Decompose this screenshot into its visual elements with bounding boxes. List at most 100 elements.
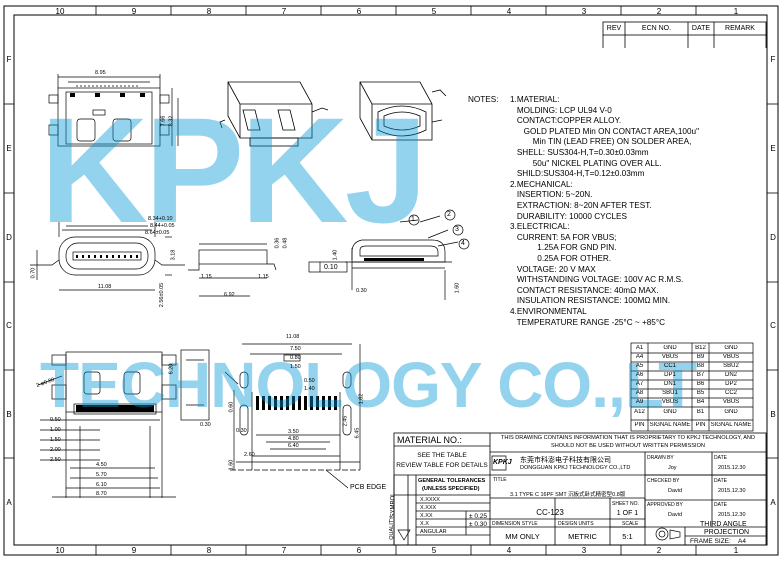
tolerance-row: ANGULAR <box>420 529 447 535</box>
projection-label: THIRD ANGLE <box>700 521 747 528</box>
signal-cell: GND <box>663 409 677 415</box>
dim-w1b: 8.44+0.05 <box>150 223 175 229</box>
dim-fp-6: 6.40 <box>288 443 299 449</box>
dim-fp-5: 4.80 <box>288 436 299 442</box>
signal-cell: SBU1 <box>662 390 678 396</box>
zone-top-5: 5 <box>431 7 437 16</box>
notes-line: WITHSTANDING VOLTAGE: 100V AC R.M.S. <box>510 275 684 285</box>
tolerance-value: ± 0.30 <box>469 521 488 528</box>
dim-side-a: 7.66 <box>160 115 167 127</box>
dim-w2: 8.64±0.05 <box>145 230 170 236</box>
row-right-a: A <box>770 498 776 507</box>
approved-by-label: APPROVED BY <box>647 502 683 508</box>
tolerance-label: GENERAL TOLERANCES <box>418 478 486 484</box>
notes-line: CONTACT:COPPER ALLOY. <box>510 116 622 126</box>
dim-030: 0.30 <box>200 422 211 428</box>
dim-fp-13: 1.60 <box>228 459 235 471</box>
pin-cell: A7 <box>635 381 644 387</box>
tolerance-value: ± 0.25 <box>469 513 488 520</box>
scale-value: 5:1 <box>622 532 633 541</box>
dim-left-list: 2.50 <box>50 457 61 463</box>
signal-cell: CC1 <box>663 363 676 369</box>
dim-w1: 8.34+0.10 <box>148 216 173 222</box>
dim-d2: 0.36 <box>274 237 281 249</box>
dim-style: MM ONLY <box>505 532 540 541</box>
dim-d5: 0.30 <box>356 288 367 294</box>
pin-cell: A6 <box>635 372 644 378</box>
zone-bottom-4: 4 <box>506 546 512 555</box>
signal-cell: GND <box>724 345 738 351</box>
row-left-a: A <box>6 498 12 507</box>
rev-header: REV <box>606 25 622 32</box>
company-name-en: DONGGUAN KPKJ TECHNOLOGY CO.,LTD <box>520 465 631 471</box>
dim-fp-7: 0.60 <box>228 401 235 413</box>
frame-size: A4 <box>738 538 746 545</box>
dim-top-width: 8.95 <box>95 70 106 76</box>
notes-line: SHELL: SUS304-H,T=0.30±0.03mm <box>510 148 649 157</box>
row-right-f: F <box>770 55 776 64</box>
dim-len: 11.08 <box>98 284 112 290</box>
row-left-e: E <box>6 144 12 153</box>
pin-cell: B1 <box>696 409 705 415</box>
dim-left-list: 2.00 <box>50 447 61 453</box>
proprietary-notice: THIS DRAWING CONTAINS INFORMATION THAT I… <box>500 435 756 449</box>
approved-date: 2015.12.30 <box>718 512 746 518</box>
notes-line: 3.ELECTRICAL: <box>510 222 570 232</box>
dim-style-label: DIMENSION STYLE <box>492 521 538 527</box>
dim-fp-12: 2.60 <box>244 452 255 458</box>
dim-fp-4: 3.50 <box>288 429 299 435</box>
callout-1: 1 <box>411 216 415 223</box>
pin-header: PIN <box>695 422 706 428</box>
notes-line: VOLTAGE: 20 V MAX <box>510 264 596 274</box>
signal-cell: GND <box>724 409 738 415</box>
signal-cell: VBUS <box>722 354 740 360</box>
dim-fp-1: 1.50 <box>290 364 301 370</box>
dim-pitch1: 1.15 <box>201 274 212 280</box>
checked-by-label: CHECKED BY <box>647 478 680 484</box>
drawn-by-label: DRAWN BY <box>647 455 674 461</box>
material-label: MATERIAL NO.: <box>397 435 463 445</box>
pin-cell: B6 <box>696 381 705 387</box>
dim-d3: 0.48 <box>282 237 289 249</box>
pin-cell: B12 <box>695 345 706 351</box>
pin-cell: B9 <box>696 354 705 360</box>
dim-left-bot: 4.50 <box>96 462 107 468</box>
notes-line: 1.MATERIAL: <box>510 95 560 104</box>
row-right-d: D <box>770 233 776 242</box>
zone-bottom-3: 3 <box>581 546 587 555</box>
notes-line: CONTACT RESISTANCE: 40mΩ MAX. <box>510 285 659 295</box>
zone-bottom-7: 7 <box>281 546 287 555</box>
dim-left-bot: 5.70 <box>96 472 107 478</box>
notes-line: GOLD PLATED Min ON CONTACT AREA,100u" <box>510 126 699 136</box>
tolerance-row: X.X <box>420 521 429 527</box>
notes-line: TEMPERATURE RANGE -25°C ~ +85°C <box>510 317 666 327</box>
tolerance-sub: (UNLESS SPECIFIED) <box>422 486 480 492</box>
tolerance-row: X.XXX <box>420 505 437 511</box>
signal-cell: DN2 <box>724 372 737 378</box>
signal-cell: VBUS <box>661 399 679 405</box>
drawn-date: 2015.12.30 <box>718 465 746 471</box>
pin-cell: A9 <box>635 399 644 405</box>
dim-fp-w: 7.50 <box>290 346 301 352</box>
dim-thick: 2.56±0.05 <box>159 282 166 308</box>
approved-date-label: DATE <box>714 502 727 508</box>
notes-line: Min TIN (LEAD FREE) ON SOLDER AREA, <box>510 137 692 147</box>
notes-line: CURRENT: 5A FOR VBUS; <box>510 232 617 242</box>
dim-fp-10: 1.62 <box>358 393 365 405</box>
zone-bottom-10: 10 <box>55 546 65 555</box>
dim-fp-len: 11.08 <box>286 334 300 340</box>
pin-header: PIN <box>634 422 645 428</box>
notes-line: INSULATION RESISTANCE: 100MΩ MIN. <box>510 296 671 306</box>
dim-fp-3: 1.40 <box>304 386 315 392</box>
drawing-title: 3.1 TYPE C 16PF SMT 沉板式卧式精密型0.8版 <box>510 492 626 498</box>
signal-header: SIGNAL NAME <box>649 422 691 428</box>
approved-by: David <box>668 512 683 518</box>
company-name-cn: 东莞市科澎电子科技有限公司 <box>520 457 611 464</box>
signal-cell: DN1 <box>663 381 676 387</box>
design-units: METRIC <box>568 532 597 541</box>
callout-4: 4 <box>461 240 465 247</box>
callout-3: 3 <box>455 226 459 233</box>
frame-size-label: FRAME SIZE: <box>690 538 731 545</box>
sheet-label: SHEET NO. <box>612 501 639 507</box>
